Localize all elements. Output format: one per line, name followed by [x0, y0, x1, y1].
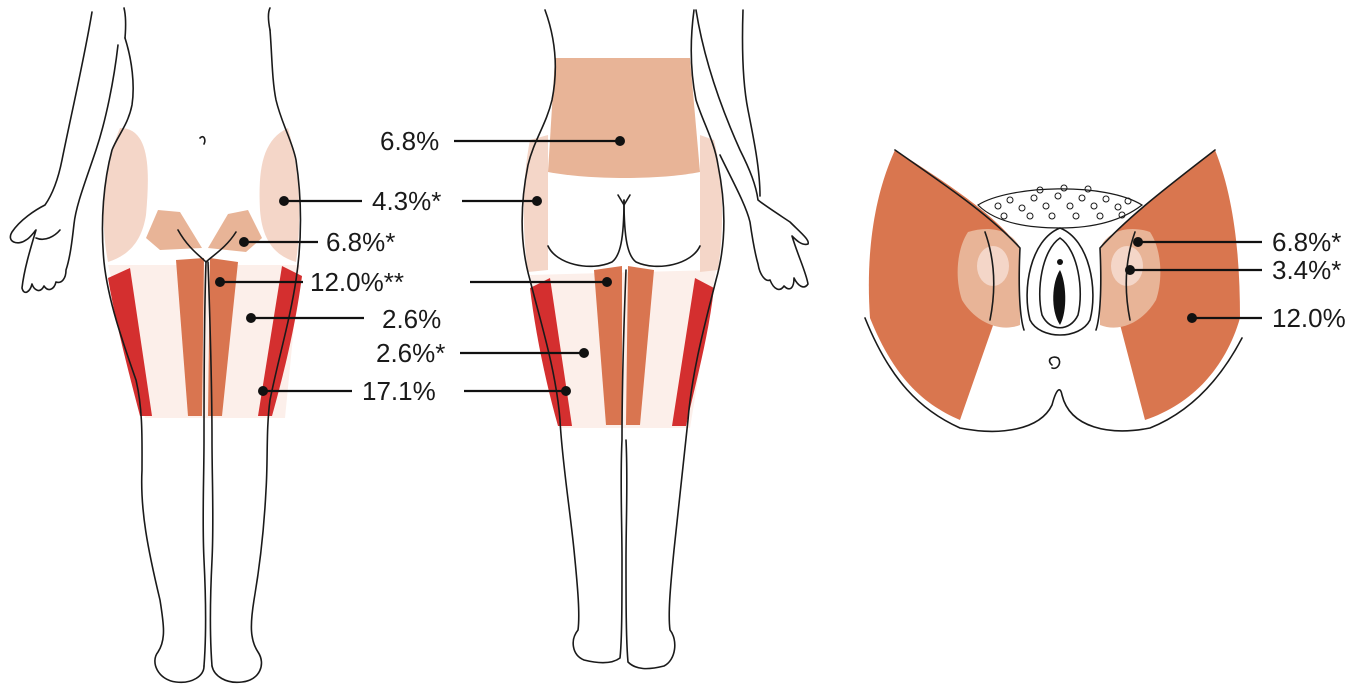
back-lower-back-region	[548, 58, 700, 178]
label-groin: 6.8%*	[326, 227, 395, 257]
label-lower-back: 6.8%	[380, 126, 439, 156]
back-right-flank-region	[700, 135, 722, 272]
pubic-region	[978, 189, 1142, 228]
label-lateral-thigh: 17.1%	[362, 376, 436, 406]
label-flank: 4.3%*	[372, 186, 441, 216]
label-perineum-buttock: 12.0%	[1272, 303, 1346, 333]
front-left-groin-region	[146, 210, 202, 250]
front-body-figure	[10, 8, 302, 682]
front-right-groin-region	[208, 210, 262, 252]
label-inner-thigh-mid: 2.6%*	[376, 338, 445, 368]
back-body-figure	[522, 10, 808, 669]
label-anterior-thigh: 2.6%	[382, 304, 441, 334]
label-perineum-groin-outer: 6.8%*	[1272, 227, 1341, 257]
label-perineum-groin-inner: 3.4%*	[1272, 255, 1341, 285]
front-left-hip-region	[104, 128, 148, 262]
perineal-view-figure	[865, 150, 1242, 431]
label-inner-thigh: 12.0%**	[310, 267, 404, 297]
